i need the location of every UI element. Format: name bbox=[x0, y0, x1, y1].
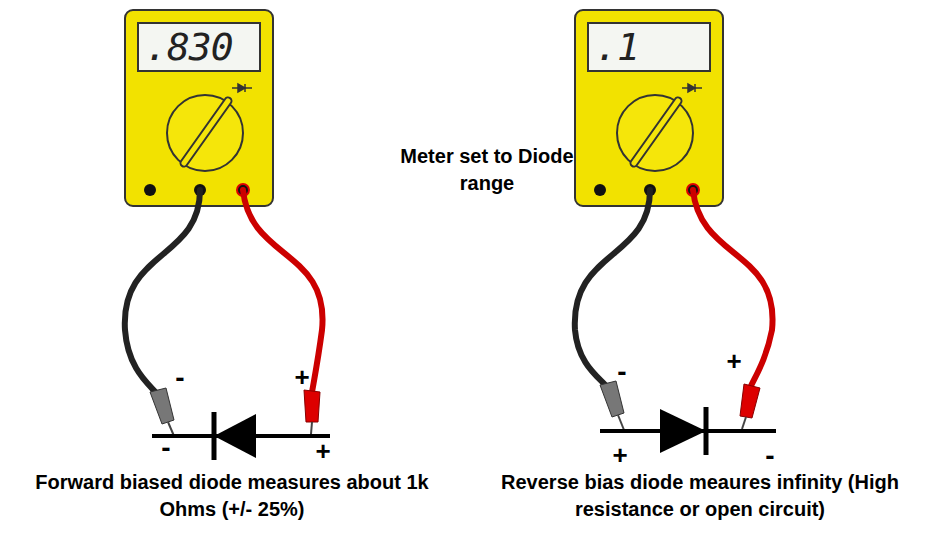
polarity-sign: - bbox=[165, 359, 195, 397]
polarity-sign: + bbox=[719, 344, 749, 379]
multimeter bbox=[125, 10, 273, 206]
polarity-sign: - bbox=[755, 437, 785, 475]
test-leads bbox=[125, 190, 323, 395]
polarity-sign: + bbox=[605, 438, 635, 473]
lcd-display: .1 bbox=[587, 22, 711, 72]
diode-symbol bbox=[152, 412, 330, 460]
display-reading: .1 bbox=[595, 25, 639, 69]
polarity-sign: + bbox=[287, 360, 317, 395]
caption-text: Reverse bias diode meaures infinity (Hig… bbox=[480, 469, 920, 523]
note: Meter set to Diode range bbox=[397, 143, 577, 197]
polarity-sign: - bbox=[607, 353, 637, 391]
polarity-sign: + bbox=[308, 434, 338, 469]
display-reading: .830 bbox=[145, 25, 233, 69]
multimeter bbox=[575, 10, 723, 206]
lcd-display: .830 bbox=[137, 22, 261, 72]
test-leads bbox=[575, 190, 773, 388]
caption-text: Forward biased diode measures about 1k O… bbox=[22, 469, 442, 523]
polarity-sign: - bbox=[151, 429, 181, 467]
